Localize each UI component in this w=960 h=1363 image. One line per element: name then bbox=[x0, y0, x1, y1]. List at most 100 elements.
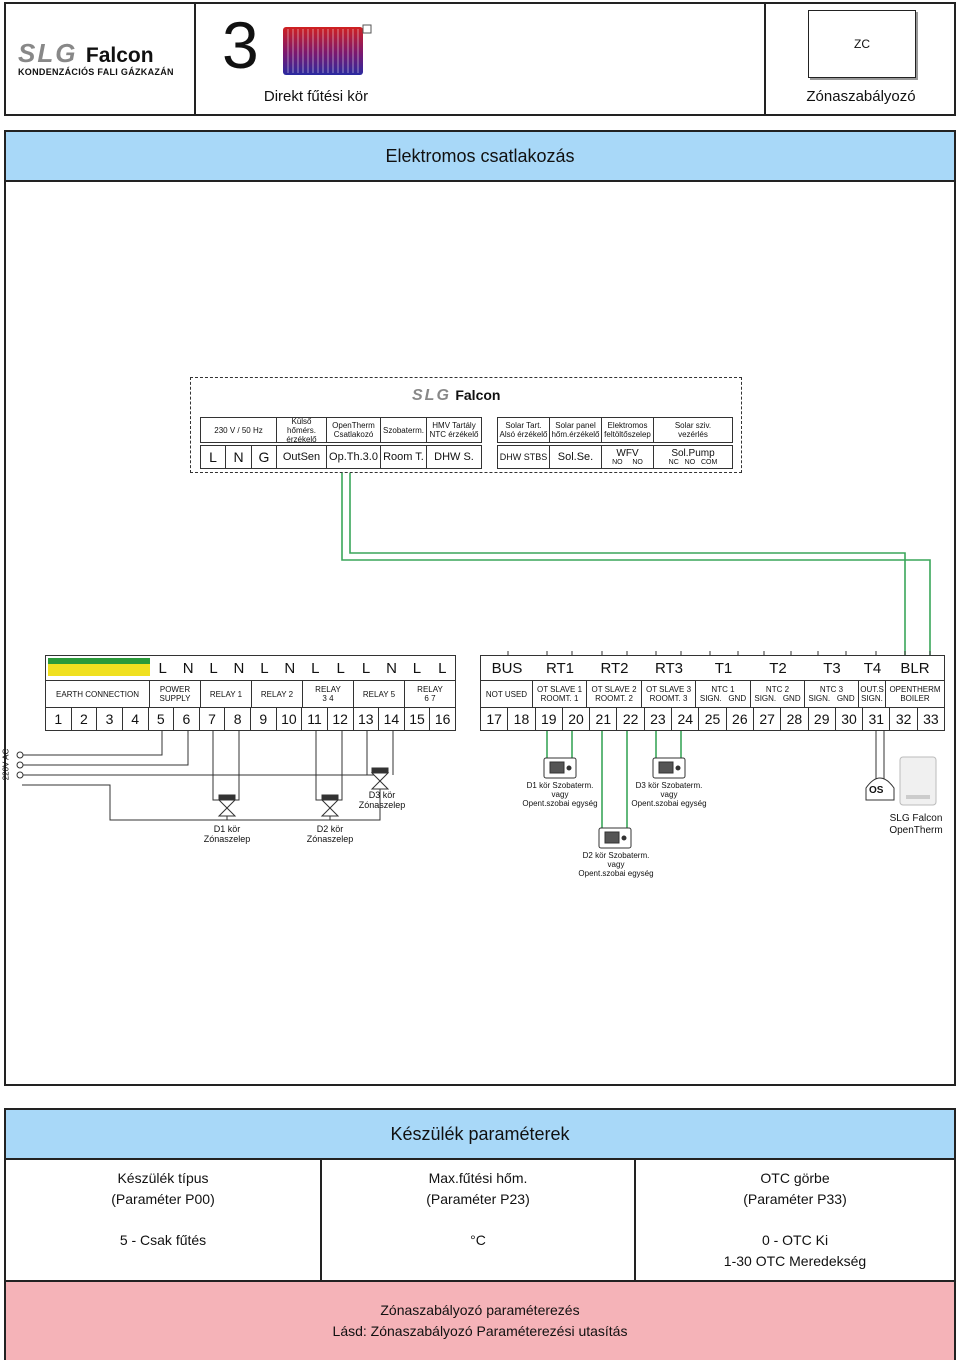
wire-relay-d1 bbox=[212, 731, 220, 801]
brand-logo-sub: KONDENZÁCIÓS FALI GÁZKAZÁN bbox=[18, 67, 174, 77]
wire-opentherm-blr bbox=[341, 473, 931, 655]
params-divider-2 bbox=[634, 1160, 636, 1280]
zc-top-l-1: L bbox=[158, 659, 167, 677]
term-solse: Sol.Se. bbox=[550, 446, 602, 468]
zc-mid-ot2: OT SLAVE 2 ROOMT. 2 bbox=[587, 681, 642, 707]
zc-top-l-2: N bbox=[182, 659, 194, 677]
term-dhw: DHW S. bbox=[434, 451, 474, 463]
thermostat-d1-icon bbox=[543, 757, 577, 779]
controller-box bbox=[190, 377, 742, 473]
wire-ac-1 bbox=[22, 731, 163, 756]
zc-num-31: 31 bbox=[863, 707, 891, 730]
zc-top-rt3: RT3 bbox=[654, 659, 684, 677]
term-wfv-sub: NO NO bbox=[612, 459, 643, 467]
zone-label: Zónaszabályozó bbox=[806, 88, 916, 105]
controller-logo: SLG Falcon bbox=[412, 387, 500, 405]
brand-logo-name: Falcon bbox=[85, 44, 154, 67]
valve-d2-icon bbox=[320, 794, 340, 817]
zc-num-1: 1 bbox=[46, 707, 72, 730]
zc-num-20: 20 bbox=[563, 707, 591, 730]
zc-right-mid-row: NOT USED OT SLAVE 1 ROOMT. 1 OT SLAVE 2 … bbox=[481, 680, 944, 708]
label-opentherm: OpenTherm Csatlakozó bbox=[327, 418, 381, 442]
boiler-label: SLG Falcon OpenTherm bbox=[889, 813, 943, 836]
earth-green bbox=[48, 658, 150, 664]
zc-mid-opentherm: OPENTHERM BOILER bbox=[889, 685, 941, 703]
valve-d2-label: D2 kör Zónaszelep bbox=[306, 824, 354, 844]
os-sensor-icon bbox=[865, 777, 895, 801]
header-divider-1 bbox=[194, 2, 196, 116]
label-solar-tart: Solar Tart. Alsó érzékelő bbox=[498, 418, 550, 442]
zc-top-l-8: L bbox=[336, 659, 345, 677]
zc-num-33: 33 bbox=[923, 710, 939, 727]
zc-board-left bbox=[45, 655, 456, 731]
boiler-icon bbox=[899, 756, 937, 806]
zc-num-21: 21 bbox=[590, 707, 618, 730]
zc-num-29: 29 bbox=[809, 707, 836, 730]
zc-num-16: 16 bbox=[434, 710, 451, 727]
zc-num-2: 2 bbox=[72, 707, 98, 730]
controller-labels-right: Solar Tart. Alsó érzékelő Solar panel hő… bbox=[497, 417, 733, 443]
zc-num-5: 5 bbox=[149, 707, 175, 730]
wire-relay-d2 bbox=[315, 731, 324, 801]
term-dhw-stbs: DHW STBS bbox=[498, 446, 550, 468]
controller-labels-left: 230 V / 50 Hz Külső hőmérs. érzékelő Ope… bbox=[200, 417, 482, 444]
electric-title-bar: Elektromos csatlakozás bbox=[6, 132, 954, 182]
zc-mid-notused: NOT USED bbox=[481, 681, 533, 707]
zc-mid-ntc1: NTC 1 SIGN. GND bbox=[696, 681, 751, 707]
valve-d1-icon bbox=[217, 794, 237, 817]
zc-top-l-3: L bbox=[209, 659, 218, 677]
term-g: G bbox=[252, 446, 277, 468]
zc-mid-outs: OUT.S SIGN. bbox=[859, 681, 886, 707]
wire-common bbox=[22, 784, 381, 821]
zc-num-7: 7 bbox=[200, 707, 226, 730]
zc-mid-earth: EARTH CONNECTION bbox=[46, 681, 150, 707]
electric-title: Elektromos csatlakozás bbox=[385, 145, 575, 166]
wfv-no-1: NO bbox=[612, 458, 623, 466]
zc-top-t4: T4 bbox=[863, 659, 882, 677]
term-opth: Op.Th.3.0 bbox=[327, 446, 381, 468]
circuit-number: 3 bbox=[222, 8, 259, 82]
zc-num-12: 12 bbox=[328, 707, 354, 730]
header-divider-2 bbox=[764, 2, 766, 116]
zc-top-l-7: L bbox=[311, 659, 320, 677]
zc-mid-relay67: RELAY 6 7 bbox=[417, 685, 443, 703]
ac-label: 220V AC bbox=[1, 748, 11, 781]
controller-terminals-right: DHW STBS Sol.Se. WFV NO NO Sol.Pump NC N… bbox=[497, 445, 733, 469]
param-col3-head: OTC görbe (Paraméter P33) bbox=[743, 1170, 847, 1207]
zc-num-14: 14 bbox=[379, 707, 405, 730]
zc-label: ZC bbox=[854, 37, 870, 51]
zc-num-25: 25 bbox=[699, 707, 727, 730]
term-outsen: OutSen bbox=[277, 446, 327, 468]
zc-num-18: 18 bbox=[508, 707, 536, 730]
params-title-bar: Készülék paraméterek bbox=[6, 1110, 954, 1160]
zc-board-right bbox=[480, 655, 945, 731]
zc-mid-relay34: RELAY 3 4 bbox=[303, 681, 354, 707]
zc-top-bus: BUS bbox=[491, 659, 523, 677]
term-l: L bbox=[201, 446, 226, 468]
zc-top-t2: T2 bbox=[769, 659, 787, 677]
param-col2-head: Max.fűtési hőm. (Paraméter P23) bbox=[426, 1170, 530, 1207]
zc-left-top-row: L N L N L N L L L N L L bbox=[150, 656, 455, 680]
zc-num-23: 23 bbox=[645, 707, 673, 730]
brand-logo: SLG Falcon KONDENZÁCIÓS FALI GÁZKAZÁN bbox=[18, 38, 188, 78]
term-solpump-label: Sol.Pump bbox=[671, 447, 715, 459]
board-ticks bbox=[507, 651, 931, 655]
zc-num-10: 10 bbox=[277, 707, 303, 730]
zc-mid-relay1: RELAY 1 bbox=[201, 681, 252, 707]
controller-logo-name: Falcon bbox=[455, 387, 501, 403]
footer-line-1: Zónaszabályozó paraméterezés bbox=[380, 1302, 580, 1318]
zc-mid-ntc3: NTC 3 SIGN. GND bbox=[805, 681, 859, 707]
os-label: OS bbox=[869, 785, 884, 796]
thermostat-d3-label: D3 kör Szobaterm. vagy Opent.szobai egys… bbox=[631, 781, 707, 808]
earth-yellow bbox=[48, 664, 150, 676]
zc-mid-relay5: RELAY 5 bbox=[354, 681, 405, 707]
zc-num-19: 19 bbox=[536, 707, 563, 730]
footer-bar: Zónaszabályozó paraméterezés Lásd: Zónas… bbox=[6, 1280, 954, 1360]
zc-mid-ot3: OT SLAVE 3 ROOMT. 3 bbox=[642, 681, 696, 707]
params-title: Készülék paraméterek bbox=[390, 1123, 570, 1144]
zc-num-24: 24 bbox=[672, 707, 700, 730]
zc-num-22: 22 bbox=[617, 707, 645, 730]
param-col2-value: °C bbox=[470, 1232, 486, 1248]
zc-num-8: 8 bbox=[225, 707, 251, 730]
label-hmv: HMV Tartály NTC érzékelő bbox=[429, 421, 479, 439]
